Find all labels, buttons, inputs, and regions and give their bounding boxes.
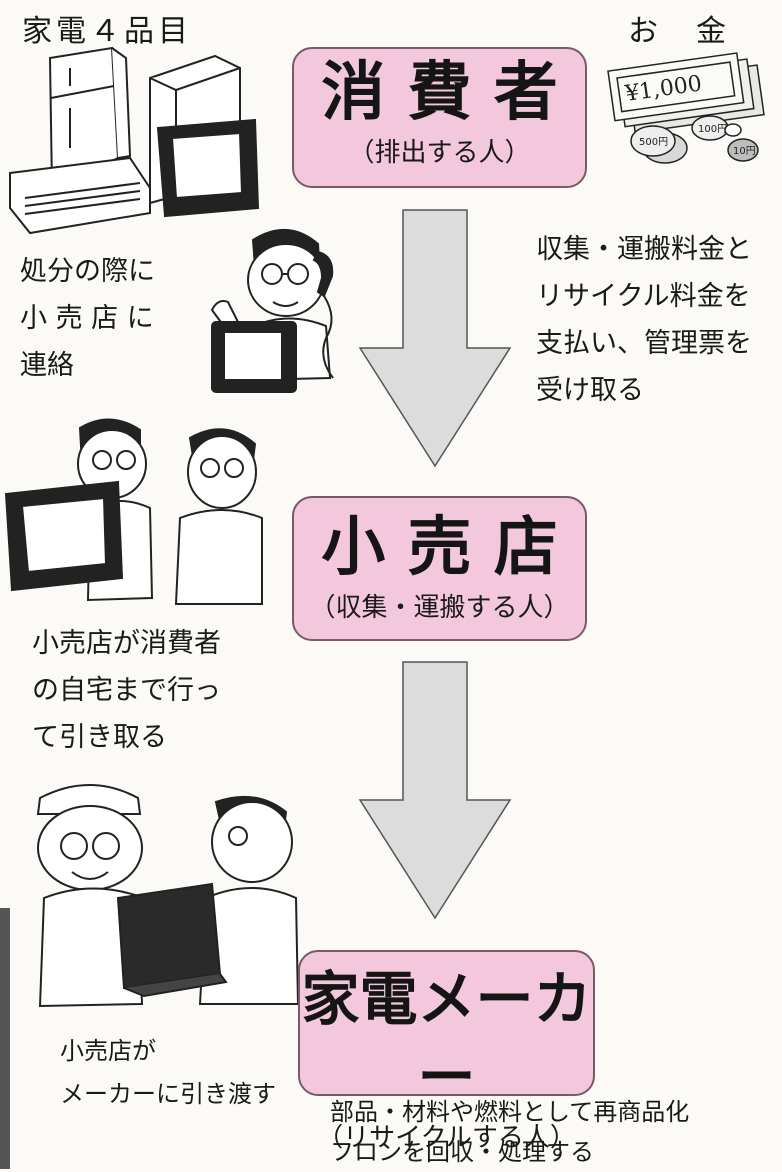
coin-500-label: 500円 (639, 137, 668, 148)
tv-icon (156, 118, 260, 218)
handover-note: 小売店が メーカーに引き渡す (60, 1037, 276, 1108)
air-conditioner-icon (9, 156, 151, 235)
manufacturer-title: 家電メーカー (301, 965, 592, 1111)
appliances-illustration (9, 46, 260, 235)
consumer-box: 消 費 者 （排出する人） (292, 47, 587, 188)
flow-arrow-1 (358, 209, 512, 468)
consumer-title: 消 費 者 (321, 56, 558, 130)
handover-illustration (36, 784, 300, 1008)
retailer-subtitle: （収集・運搬する人） (309, 593, 570, 623)
manufacturer-subtitle: （リサイクルする人） (317, 1123, 576, 1153)
money-caption: お 金 (628, 14, 730, 49)
retailer-title: 小 売 店 (321, 511, 558, 585)
tv-icon (4, 480, 124, 592)
person-icon (36, 784, 144, 1008)
consumer-subtitle: （排出する人） (348, 138, 531, 168)
payment-note: 収集・運搬料金と リサイクル料金を 支払い、管理票を 受け取る (536, 234, 752, 406)
box-package-icon (116, 882, 228, 998)
contact-note: 処分の際に 小 売 店 に 連絡 (20, 256, 155, 381)
manufacturer-box: 家電メーカー （リサイクルする人） (298, 950, 595, 1153)
flow-arrow-2 (358, 661, 512, 920)
person-icon (174, 428, 263, 605)
pickup-note: 小売店が消費者 の自宅まで行っ て引き取る (32, 628, 221, 753)
tv-icon (211, 321, 297, 393)
appliances-caption: 家電４品目 (22, 14, 192, 49)
coin-100-label: 100円 (698, 124, 727, 135)
banknote-icon: ¥1,000 (607, 52, 765, 134)
coin-icon: 500円 100円 10円 (630, 115, 759, 164)
telephone-icon (312, 250, 334, 379)
money-illustration: ¥1,000 500円 100円 10円 (607, 52, 765, 164)
person-icon (198, 795, 300, 1005)
recycle-note: 部品・材料や燃料として再商品化 フロンを回収・処理する (330, 1098, 690, 1166)
coin-10-label: 10円 (733, 146, 756, 157)
side-strip (0, 908, 10, 1169)
pickup-illustration (4, 418, 263, 605)
retailer-box: 小 売 店 （収集・運搬する人） (292, 496, 587, 641)
refrigerator-icon (48, 46, 132, 190)
caller-illustration (210, 228, 334, 393)
